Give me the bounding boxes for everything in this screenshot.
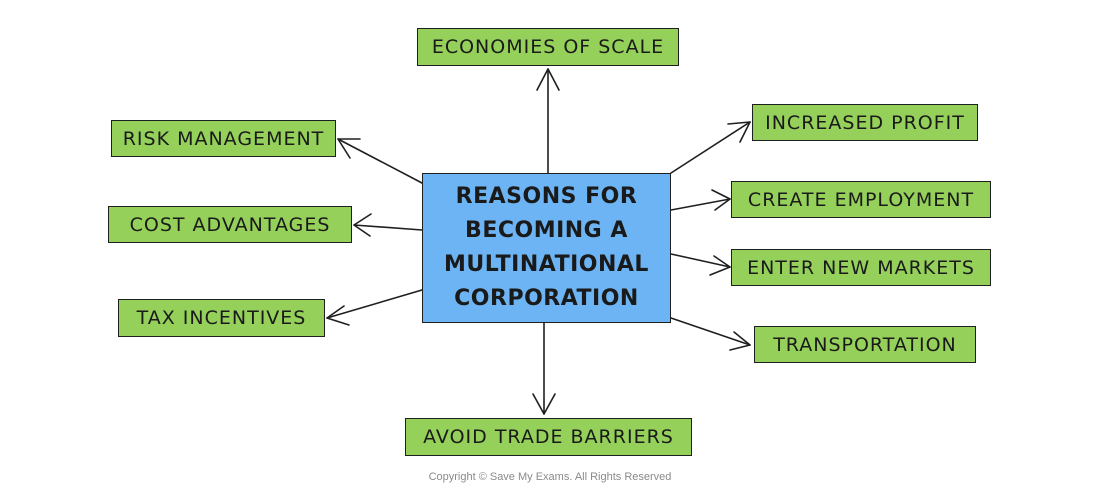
arrow-risk-management xyxy=(337,138,423,184)
reason-label: TRANSPORTATION xyxy=(773,333,957,356)
reason-label: TAX INCENTIVES xyxy=(136,307,307,329)
arrow-tax-incentives xyxy=(326,289,423,326)
central-topic-box: REASONS FOR BECOMING A MULTINATIONAL COR… xyxy=(422,173,671,323)
reason-cost-advantages: COST ADVANTAGES xyxy=(108,206,352,243)
reason-label: AVOID TRADE BARRIERS xyxy=(423,426,674,448)
reason-increased-profit: INCREASED PROFIT xyxy=(752,104,978,141)
reason-label: CREATE EMPLOYMENT xyxy=(747,188,975,211)
reason-avoid-trade-barriers: AVOID TRADE BARRIERS xyxy=(405,418,692,456)
arrow-create-employment xyxy=(670,189,731,211)
reason-label: INCREASED PROFIT xyxy=(765,111,965,134)
reason-transportation: TRANSPORTATION xyxy=(754,326,976,363)
arrow-transportation xyxy=(670,317,751,351)
reason-tax-incentives: TAX INCENTIVES xyxy=(118,299,325,337)
arrow-increased-profit xyxy=(670,121,751,174)
arrow-enter-new-markets xyxy=(670,253,731,276)
reason-enter-new-markets: ENTER NEW MARKETS xyxy=(731,249,991,286)
reason-create-employment: CREATE EMPLOYMENT xyxy=(731,181,991,218)
arrow-economies-of-scale xyxy=(536,68,560,174)
reason-label: ECONOMIES OF SCALE xyxy=(431,36,665,58)
arrow-cost-advantages xyxy=(353,213,423,237)
copyright-footer: Copyright © Save My Exams. All Rights Re… xyxy=(428,471,672,483)
arrow-avoid-trade-barriers xyxy=(532,322,556,415)
central-topic-label: REASONS FOR BECOMING A MULTINATIONAL COR… xyxy=(444,184,649,311)
reason-economies-of-scale: ECONOMIES OF SCALE xyxy=(417,28,679,66)
reason-label: ENTER NEW MARKETS xyxy=(747,256,975,279)
reason-risk-management: RISK MANAGEMENT xyxy=(111,120,336,157)
reason-label: COST ADVANTAGES xyxy=(129,213,331,236)
reason-label: RISK MANAGEMENT xyxy=(122,127,325,150)
